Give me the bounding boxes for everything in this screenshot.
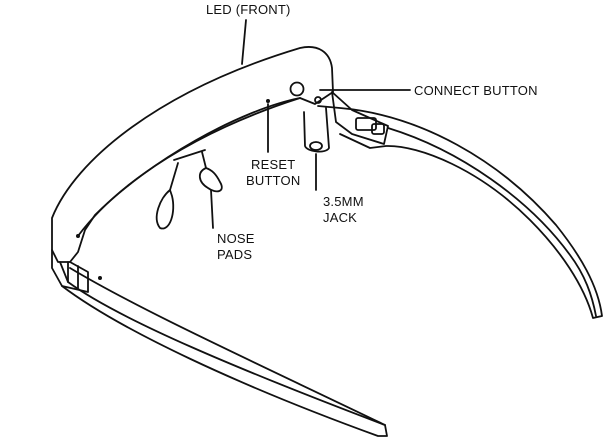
right-hinge — [331, 91, 389, 145]
reset-button-label: RESET BUTTON — [246, 157, 300, 189]
right-temple-arm — [317, 105, 603, 319]
jack-port — [309, 141, 323, 151]
left-hinge-detail — [67, 261, 79, 289]
nose-label-line1: NOSE — [217, 231, 255, 246]
small-port — [314, 96, 322, 104]
nose-pads-label: NOSE PADS — [217, 231, 255, 263]
front-frame-inner-edge — [77, 97, 301, 237]
nose-pad-left — [155, 189, 175, 230]
connect-button-shape — [289, 81, 305, 97]
hinge-screw-2 — [371, 123, 385, 135]
jack-label-line2: JACK — [323, 210, 358, 225]
left-temple-arm-edge — [69, 267, 386, 426]
reset-label-line1: RESET — [251, 157, 296, 172]
leader-led — [241, 19, 247, 65]
right-temple-arm-edge — [387, 127, 597, 317]
reset-label-line2: BUTTON — [246, 173, 301, 188]
left-temple-arm — [59, 261, 388, 437]
jack-label: 3.5MM JACK — [323, 194, 364, 226]
nose-pad-bracket — [169, 149, 207, 191]
reset-button-dot — [266, 99, 270, 103]
nose-label-line2: PADS — [217, 247, 253, 262]
left-hinge — [51, 249, 89, 293]
nose-pad-right — [198, 167, 223, 193]
connect-button-label: CONNECT BUTTON — [414, 83, 538, 98]
leader-nose — [210, 189, 214, 229]
led-dot — [76, 234, 80, 238]
led-front-label: LED (FRONT) — [206, 2, 291, 17]
hinge-dot — [98, 276, 102, 280]
jack-housing — [303, 107, 330, 153]
jack-label-line1: 3.5MM — [323, 194, 364, 209]
